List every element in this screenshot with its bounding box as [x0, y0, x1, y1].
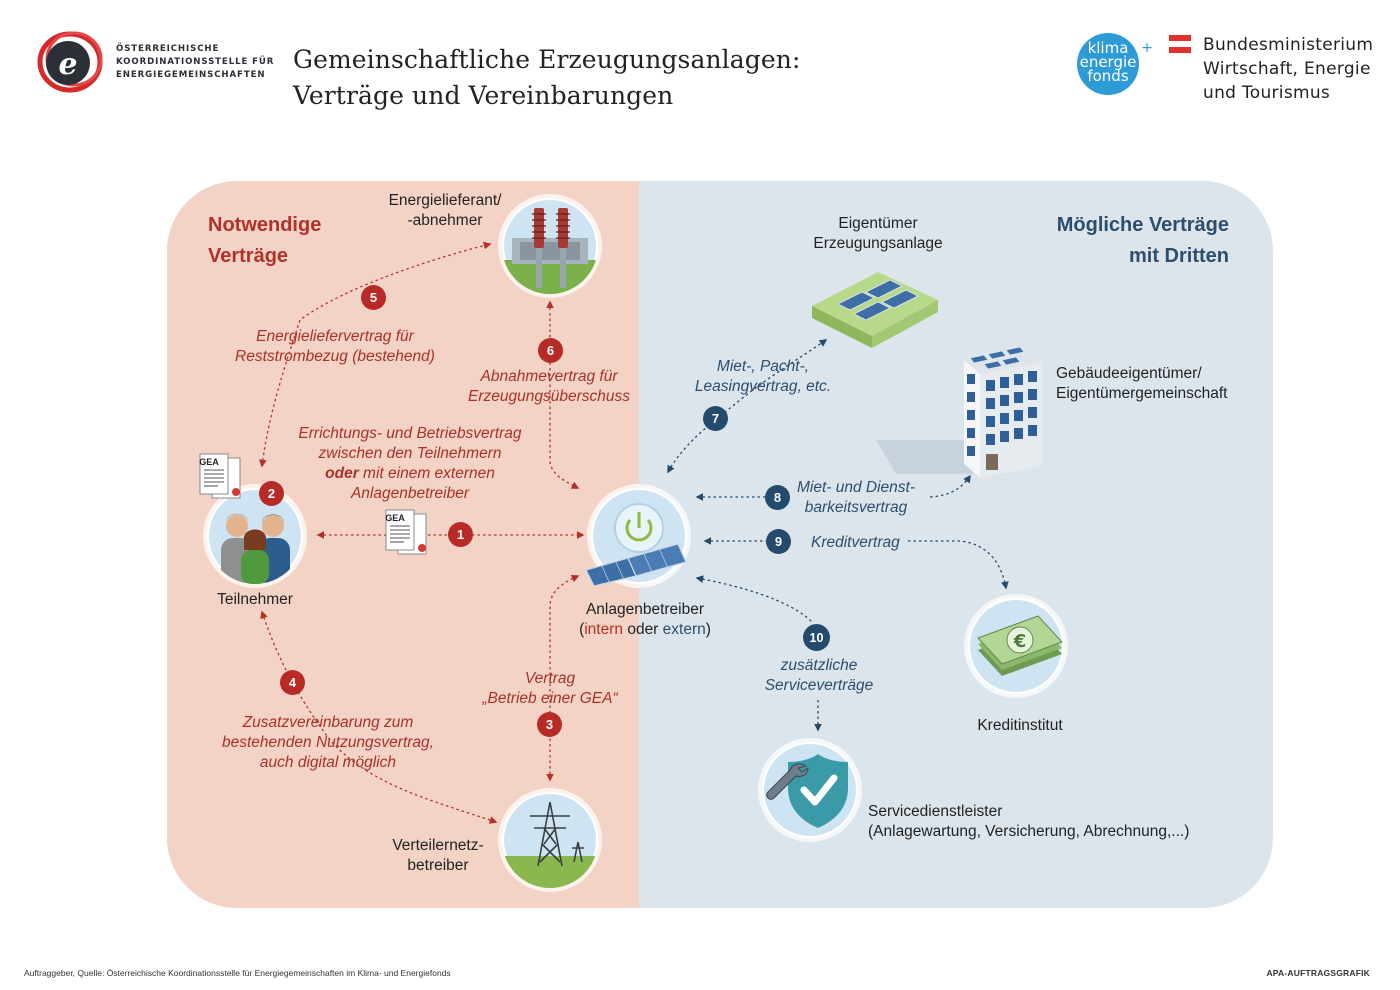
contract-number-9: 9	[766, 529, 791, 554]
solar-roof-icon	[812, 272, 938, 348]
plant-owner-label-line-2: Erzeugungsanlage	[813, 235, 943, 252]
heading-optional-line-2: mit Dritten	[1129, 245, 1229, 267]
caption-2-line-3: oder mit einem externen	[325, 465, 495, 482]
caption-8-line-1: Miet- und Dienst-	[796, 479, 915, 496]
credit-institution-label: Kreditinstitut	[977, 717, 1063, 734]
arrow-contract-7	[667, 339, 828, 474]
contract-number-5: 5	[361, 285, 386, 310]
org-name-line-1: ÖSTERREICHISCHE	[116, 44, 220, 54]
energy-supplier-label-line-1: Energielieferant/	[388, 192, 502, 209]
people-icon	[209, 490, 301, 584]
service-provider-label-line-1: Servicedienstleister	[868, 803, 1003, 820]
document-icon: GEA	[199, 453, 241, 499]
energy-supplier-node	[502, 198, 598, 294]
caption-3-line-1: Vertrag	[524, 670, 576, 687]
caption-2-line-1: Errichtungs- und Betriebsvertrag	[298, 425, 522, 442]
org-name-line-3: ENERGIEGEMEINSCHAFTEN	[116, 70, 266, 80]
service-provider-node	[762, 742, 858, 838]
footer-source: Auftraggeber, Quelle: Österreichische Ko…	[24, 968, 451, 978]
caption-4-line-1: Zusatzvereinbarung zum	[242, 714, 414, 731]
page-title-line-1: Gemeinschaftliche Erzeugungsanlagen:	[293, 45, 801, 74]
document-tag: GEA	[385, 513, 405, 523]
banknote-euro-icon: €	[970, 600, 1063, 692]
transmission-tower-icon	[504, 794, 596, 888]
grid-operator-label-line-1: Verteilernetz-	[392, 837, 484, 854]
building-owner-label-line-1: Gebäudeeigentümer/	[1056, 365, 1202, 382]
caption-3-line-2: „Betrieb einer GEA“	[482, 690, 618, 707]
klima-logo-line-3: fonds	[1087, 67, 1128, 85]
contract-number-10: 10	[803, 624, 830, 651]
caption-7-line-2: Leasingvertrag, etc.	[694, 378, 832, 395]
contract-number-3: 3	[537, 712, 562, 737]
contract-number-7: 7	[703, 406, 728, 431]
klima-logo-line-1: klima	[1088, 39, 1129, 57]
austria-flag-icon	[1169, 35, 1191, 53]
arrow-contract-9b	[908, 540, 1009, 590]
arrow-contract-3	[546, 574, 580, 782]
caption-2-line-4: Anlagenbetreiber	[350, 485, 470, 502]
logo-e-icon: e	[37, 31, 103, 93]
caption-6-line-1: Abnahmevertrag für	[480, 368, 618, 385]
caption-4-line-2: bestehenden Nutzungsvertrag,	[222, 734, 434, 751]
energy-supplier-label-line-2: -abnehmer	[407, 212, 483, 229]
operator-label-line-1: Anlagenbetreiber	[585, 601, 705, 618]
caption-6-line-2: Erzeugungsüberschuss	[468, 388, 630, 405]
caption-2-line-2: zwischen den Teilnehmern	[318, 445, 502, 462]
arrow-contract-10	[695, 575, 813, 623]
contract-number-4: 4	[280, 670, 305, 695]
heading-optional-line-1: Mögliche Verträge	[1056, 214, 1229, 236]
ministry-line-2: Wirtschaft, Energie	[1203, 59, 1371, 79]
substation-icon	[504, 200, 596, 294]
heading-necessary-line-1: Notwendige	[208, 214, 322, 236]
operator-label-line-2: (intern oder extern)	[579, 621, 711, 638]
contract-number-1: 1	[448, 522, 473, 547]
caption-10-line-2: Serviceverträge	[764, 677, 874, 694]
klima-energie-fonds-logo: klima energie fonds +	[1077, 33, 1153, 95]
caption-10-line-1: zusätzliche	[780, 657, 858, 674]
building-owner-label-line-2: Eigentümergemeinschaft	[1056, 385, 1228, 402]
org-name-line-2: KOORDINATIONSSTELLE FÜR	[116, 57, 275, 67]
plant-owner-label-line-1: Eigentümer	[838, 215, 918, 232]
arrow-contract-6	[546, 300, 580, 489]
contract-number-6: 6	[538, 338, 563, 363]
footer-credit: APA-AUFTRAGSGRAFIK	[1266, 968, 1370, 978]
contract-number-8: 8	[765, 485, 790, 510]
arrow-contract-5	[258, 241, 492, 468]
ministry-line-3: und Tourismus	[1203, 83, 1331, 103]
participants-label: Teilnehmer	[217, 591, 293, 608]
logo-letter: e	[58, 47, 77, 82]
service-provider-label-line-2: (Anlagewartung, Versicherung, Abrechnung…	[868, 823, 1190, 840]
credit-institution-node: €	[968, 598, 1064, 694]
klima-logo-plus: +	[1141, 40, 1153, 56]
page-title-line-2: Verträge und Vereinbarungen	[293, 81, 674, 110]
document-tag: GEA	[199, 457, 219, 467]
participants-node	[207, 488, 303, 584]
euro-symbol: €	[1013, 631, 1027, 652]
grid-operator-node	[502, 792, 598, 888]
grid-operator-label-line-2: betreiber	[407, 857, 469, 874]
ministry-line-1: Bundesministerium	[1203, 35, 1374, 55]
caption-8-line-2: barkeitsvertrag	[804, 499, 908, 516]
caption-5-line-1: Energieliefervertrag für	[256, 328, 414, 345]
caption-4-line-3: auch digital möglich	[259, 754, 397, 771]
document-icon: GEA	[385, 509, 427, 555]
klima-logo-line-2: energie	[1080, 53, 1137, 71]
caption-7-line-1: Miet-, Pacht-,	[716, 358, 810, 375]
contract-number-2: 2	[259, 481, 284, 506]
wrench-icon	[766, 763, 809, 800]
solar-panel-icon	[585, 543, 687, 586]
caption-9: Kreditvertrag	[811, 534, 900, 551]
caption-5-line-2: Reststrombezug (bestehend)	[235, 348, 435, 365]
office-building-icon	[876, 346, 1042, 478]
